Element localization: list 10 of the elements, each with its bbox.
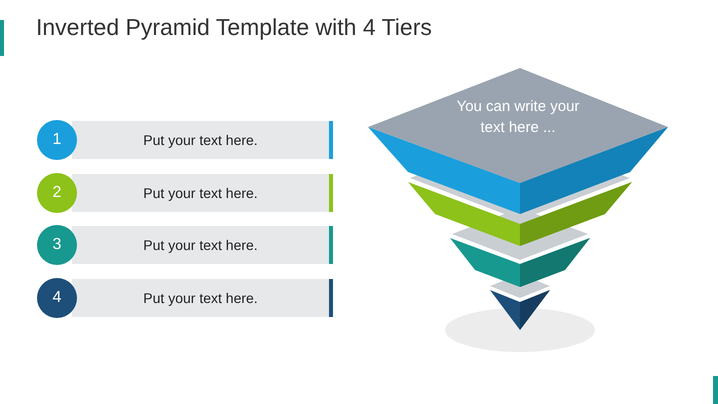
number-badge: 1: [37, 120, 77, 160]
number-badge: 4: [37, 278, 77, 318]
number-badge: 2: [37, 173, 77, 213]
text-bar: Put your text here.: [72, 174, 333, 212]
text-bar: Put your text here.: [72, 226, 333, 264]
pyramid-top-face: You can write your text here ...: [368, 68, 668, 184]
text-bar: Put your text here.: [72, 279, 333, 317]
text-bar: Put your text here.: [72, 121, 333, 159]
number-badge: 3: [37, 225, 77, 265]
title: Inverted Pyramid Template with 4 Tiers: [36, 14, 432, 41]
